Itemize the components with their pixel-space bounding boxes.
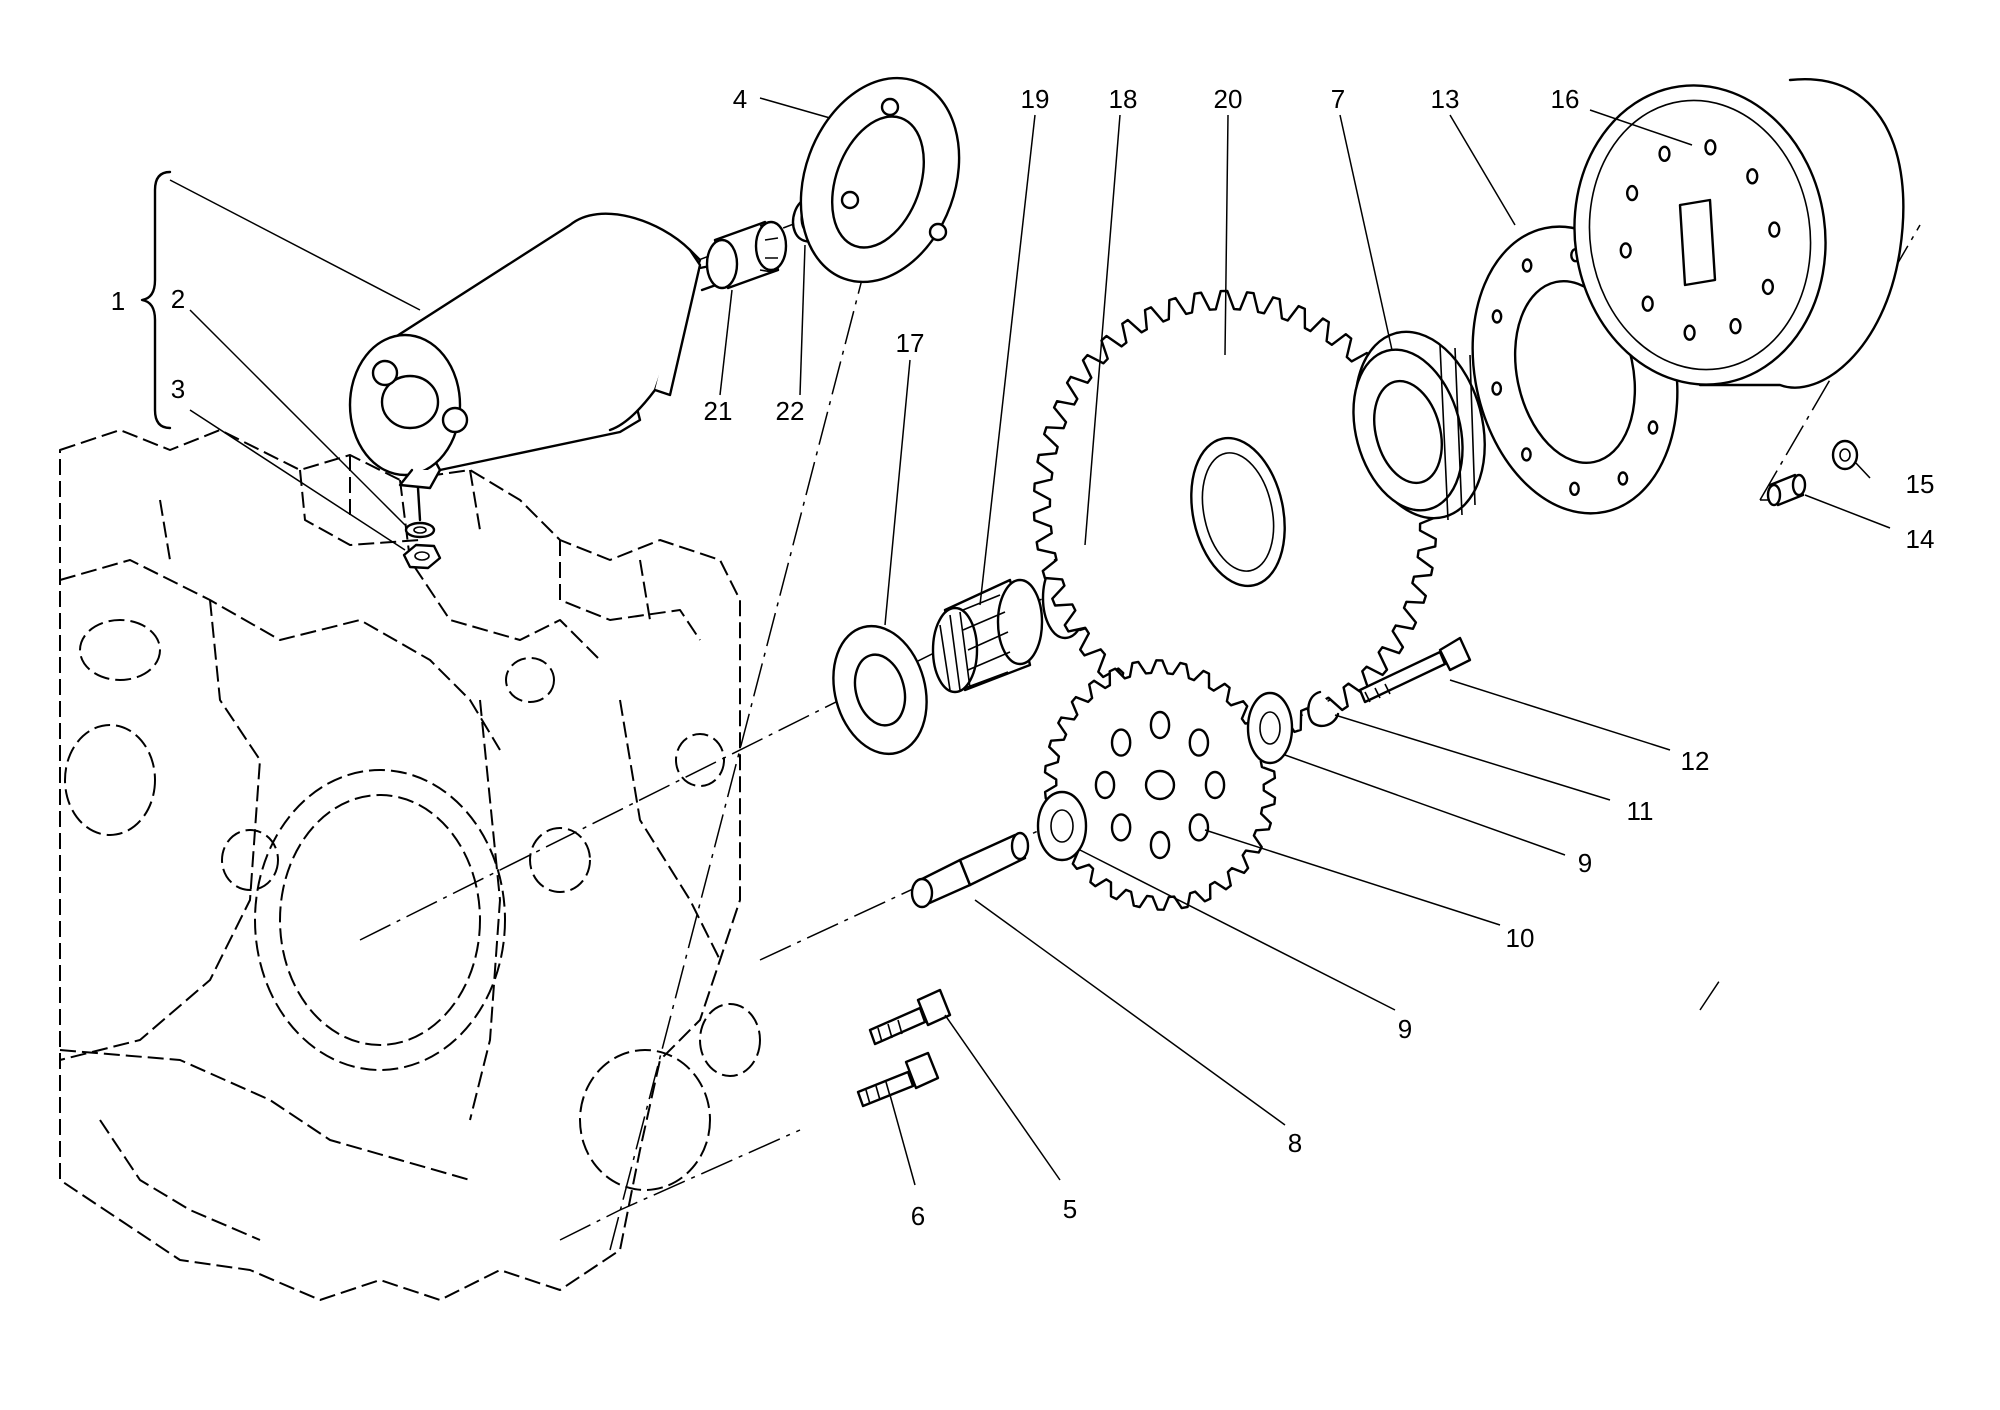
- callout-11: 11: [1627, 796, 1654, 826]
- callout-14: 14: [1906, 524, 1935, 554]
- gear-washer-lower: [1036, 790, 1088, 862]
- callout-20: 20: [1214, 84, 1243, 114]
- flange-bolt-hole: [1491, 309, 1503, 324]
- callout-6: 6: [911, 1201, 925, 1231]
- starter-nut: [402, 543, 442, 570]
- callout-17: 17: [896, 328, 925, 358]
- flange-bolt-hole: [1617, 471, 1629, 486]
- cover-plate: [799, 76, 961, 284]
- gear-lightening-hole: [1149, 710, 1171, 740]
- rotor-hole: [1704, 139, 1717, 156]
- callout-18: 18: [1109, 84, 1138, 114]
- callout-1: 1: [111, 286, 125, 316]
- crankcase-outline: [59, 429, 761, 1301]
- small-gear: [1043, 659, 1277, 911]
- flange-bolt-hole: [1647, 420, 1659, 435]
- callout-21: 21: [704, 396, 733, 426]
- callout-labels: 1 2 3 4 5 6 7 8 9 9 10 11 12 13 14 15 16…: [111, 84, 1935, 1231]
- dowel-pin: [1766, 473, 1807, 507]
- flange-bolt-hole: [1569, 481, 1580, 496]
- thrust-washer: [832, 624, 928, 756]
- callout-2: 2: [171, 284, 185, 314]
- large-gear: [1032, 289, 1438, 741]
- freewheel-sprag: [1352, 330, 1486, 521]
- gear-lightening-hole: [1188, 728, 1210, 757]
- rotor-hole: [1625, 184, 1639, 202]
- leader-lines: [169, 97, 1891, 1186]
- callout-5: 5: [1063, 1194, 1077, 1224]
- rotor-hole: [1729, 318, 1742, 335]
- callout-3: 3: [171, 374, 185, 404]
- gear-washer-upper: [1246, 691, 1294, 765]
- callout-13: 13: [1431, 84, 1460, 114]
- callout-9-lower: 9: [1398, 1014, 1412, 1044]
- rotor-hole: [1683, 324, 1696, 341]
- pinion-gear: [705, 220, 788, 290]
- callout-15: 15: [1906, 469, 1935, 499]
- long-bolt: [1358, 636, 1472, 704]
- flange-bolt-hole: [1521, 258, 1533, 273]
- rotor-hole: [1768, 221, 1781, 238]
- flywheel-rotor: [1573, 77, 1905, 389]
- gear-lightening-hole: [1188, 813, 1210, 842]
- idler-shaft: [910, 831, 1030, 909]
- callout-10: 10: [1506, 923, 1535, 953]
- gear-lightening-hole: [1094, 770, 1116, 800]
- small-nut: [1831, 439, 1859, 471]
- gear-lightening-hole: [1110, 813, 1132, 842]
- callout-19: 19: [1021, 84, 1050, 114]
- bolt-upper: [868, 988, 952, 1046]
- rotor-hole: [1658, 145, 1671, 163]
- gear-lightening-hole: [1204, 770, 1226, 800]
- retaining-clip: [1307, 690, 1340, 728]
- rotor-hole: [1746, 168, 1759, 185]
- gear-lightening-hole: [1149, 830, 1171, 860]
- callout-22: 22: [776, 396, 805, 426]
- bolt-lower: [856, 1051, 940, 1108]
- callout-8: 8: [1288, 1128, 1302, 1158]
- assembly-bracket: [140, 170, 172, 430]
- flange-bolt-hole: [1491, 381, 1503, 396]
- callout-12: 12: [1681, 746, 1710, 776]
- needle-bearing: [931, 578, 1044, 694]
- rotor-hole: [1761, 278, 1775, 296]
- callout-9-upper: 9: [1578, 848, 1592, 878]
- flange-bolt-hole: [1521, 447, 1532, 462]
- rotor-hole: [1619, 242, 1632, 259]
- callout-16: 16: [1551, 84, 1580, 114]
- rotor-hole: [1641, 295, 1654, 312]
- callout-7: 7: [1331, 84, 1345, 114]
- callout-4: 4: [733, 84, 747, 114]
- starter-motor: [348, 212, 718, 522]
- starter-washer: [404, 521, 436, 539]
- gear-lightening-hole: [1110, 728, 1132, 757]
